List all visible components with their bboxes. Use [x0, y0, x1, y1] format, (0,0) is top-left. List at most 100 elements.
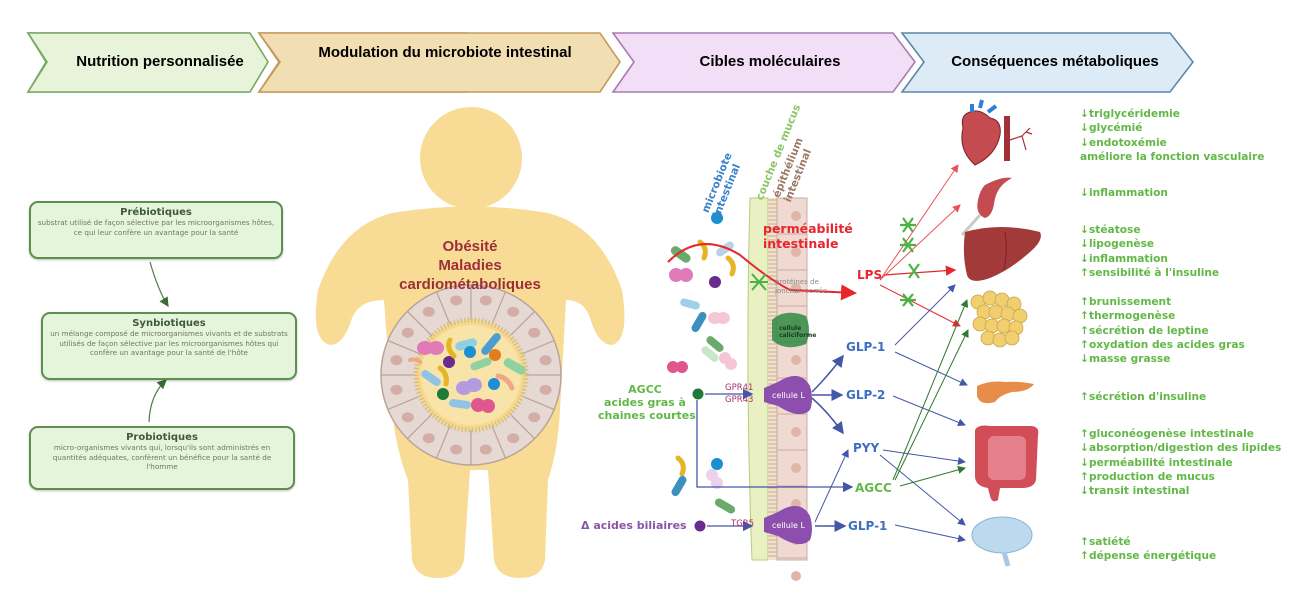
receptor-gpr41: GPR41	[725, 383, 754, 393]
receptor-gpr43: GPR43	[725, 395, 754, 405]
arrow-up-icon: ↑	[1080, 266, 1089, 279]
permeability-label: perméabilité intestinale	[763, 221, 853, 251]
permeability-arrow	[667, 243, 857, 301]
chevron-consequences-body	[900, 32, 1195, 93]
l-cell-2	[764, 505, 812, 545]
consequence-text: transit intestinal	[1089, 485, 1190, 498]
consequence-item: ↓transit intestinal	[1080, 484, 1281, 498]
goblet-cell-label: cellule caliciforme	[779, 325, 817, 339]
consequence-item: ↓stéatose	[1080, 223, 1219, 237]
body-title-cardiometabolic: Maladies cardiométaboliques	[399, 257, 541, 293]
consequence-text: gluconéogenèse intestinale	[1089, 428, 1254, 440]
arrow-down-icon: ↓	[1080, 238, 1089, 251]
muscle-icon	[960, 177, 1012, 237]
blood-vessel-icon	[1004, 116, 1033, 161]
card-probiotiques: Probiotiques micro-organismes vivants qu…	[29, 426, 295, 490]
consequence-item: ↑satiété	[1080, 535, 1216, 549]
chevron-molecular-body	[611, 32, 916, 93]
consequence-group-muscle: ↓inflammation	[1080, 186, 1168, 200]
agcc-source-line3: chaines courtes	[598, 409, 696, 422]
l-cell-label-2: cellule L	[772, 521, 805, 530]
consequence-text: masse grasse	[1089, 353, 1171, 366]
step-label-microbiote: Modulation du microbiote intestinal	[318, 44, 572, 61]
body-condition-title: Obésité Maladies cardiométaboliques	[370, 237, 570, 294]
consequence-item: ↑sécrétion d'insuline	[1080, 390, 1206, 404]
liver-icon	[963, 227, 1041, 281]
consequence-text: sécrétion d'insuline	[1089, 391, 1207, 403]
arrow-up-icon: ↑	[1080, 550, 1089, 563]
card-description: micro-organismes vivants qui, lorsqu'ils…	[52, 443, 272, 471]
consequence-text: oxydation des acides gras	[1089, 338, 1245, 351]
consequence-item: ↓masse grasse	[1080, 352, 1245, 366]
consequence-group-pancreas: ↑sécrétion d'insuline	[1080, 390, 1206, 404]
consequence-item: ↓inflammation	[1080, 252, 1219, 266]
card-synbiotiques: Synbiotiques un mélange composé de micro…	[41, 312, 297, 380]
card-description: substrat utilisé de façon sélective par …	[37, 218, 275, 237]
consequence-item: ↑thermogenèse	[1080, 309, 1245, 323]
card-prebiotiques: Prébiotiques substrat utilisé de façon s…	[29, 201, 283, 259]
consequence-text: sensibilité à l'insuline	[1089, 266, 1220, 279]
consequence-text: sécrétion de leptine	[1089, 324, 1209, 337]
goblet-cell	[772, 312, 809, 348]
pancreas-icon	[977, 381, 1034, 404]
intestine-icon	[975, 425, 1039, 502]
step-label-consequences: Conséquences métaboliques	[951, 53, 1159, 70]
consequence-text: satiété	[1089, 536, 1131, 548]
consequence-item: ↓endotoxémie	[1080, 136, 1264, 150]
connector-probiotic-synbiotic	[148, 379, 167, 423]
consequence-item: ↑dépense énergétique	[1080, 549, 1216, 563]
chevron-microbiote-body	[257, 32, 621, 93]
consequence-text: absorption/digestion des lipides	[1089, 442, 1282, 455]
consequence-text: endotoxémie	[1089, 136, 1167, 149]
arrow-up-icon: ↑	[1080, 338, 1089, 351]
target-glp1-top: GLP-1	[846, 340, 886, 354]
consequence-item: ↓absorption/digestion des lipides	[1080, 441, 1281, 455]
consequence-text: inflammation	[1089, 187, 1168, 199]
consequence-group-liver: ↓stéatose↓lipogenèse↓inflammation↑sensib…	[1080, 223, 1219, 280]
consequence-item: ↑gluconéogenèse intestinale	[1080, 427, 1281, 441]
consequence-item: ↑brunissement	[1080, 295, 1245, 309]
l-cell-1	[764, 375, 812, 415]
arrow-down-icon: ↓	[1080, 136, 1089, 149]
blocked-x-marks	[900, 217, 920, 307]
consequence-item: ↑oxydation des acides gras	[1080, 338, 1245, 352]
brain-icon	[971, 516, 1033, 567]
target-agcc: AGCC	[855, 481, 892, 495]
consequence-item: ↑production de mucus	[1080, 470, 1281, 484]
agcc-molecule	[692, 388, 704, 400]
consequence-item: ↓inflammation	[1080, 186, 1168, 200]
arrow-up-icon: ↑	[1080, 536, 1089, 548]
adipose-tissue-icon	[970, 290, 1028, 348]
connector-prebiotic-synbiotic	[149, 261, 169, 308]
card-title: Prébiotiques	[120, 207, 192, 218]
consequence-item: ↓glycémié	[1080, 121, 1264, 135]
arrow-down-icon: ↓	[1080, 224, 1089, 236]
consequence-text: inflammation	[1089, 252, 1168, 265]
consequence-item: ↓lipogenèse	[1080, 237, 1219, 251]
arrow-up-icon: ↑	[1080, 310, 1089, 323]
arrow-up-icon: ↑	[1080, 470, 1089, 483]
consequence-item: ↑sécrétion de leptine	[1080, 324, 1245, 338]
consequence-group-brain: ↑satiété↑dépense énergétique	[1080, 535, 1216, 564]
consequence-text: stéatose	[1089, 224, 1141, 236]
gut-cross-section	[380, 284, 562, 466]
bile-acid-molecule	[694, 520, 706, 532]
arrow-up-icon: ↑	[1080, 428, 1089, 440]
arrow-down-icon: ↓	[1080, 108, 1089, 120]
consequence-item: améliore la fonction vasculaire	[1080, 150, 1264, 164]
step-label-nutrition: Nutrition personnalisée	[76, 53, 244, 70]
arrow-down-icon: ↓	[1080, 252, 1089, 265]
arrow-down-icon: ↓	[1080, 187, 1089, 199]
consequence-group-adipose-tissue: ↑brunissement↑thermogenèse↑sécrétion de …	[1080, 295, 1245, 366]
consequence-text: glycémié	[1089, 122, 1143, 135]
consequence-text: dépense énergétique	[1089, 550, 1217, 563]
consequence-text: brunissement	[1089, 296, 1172, 308]
arrow-down-icon: ↓	[1080, 485, 1089, 498]
chevron-nutrition-body	[26, 32, 269, 93]
heart-icon	[961, 99, 1001, 166]
agcc-to-agcc-path	[696, 400, 854, 493]
